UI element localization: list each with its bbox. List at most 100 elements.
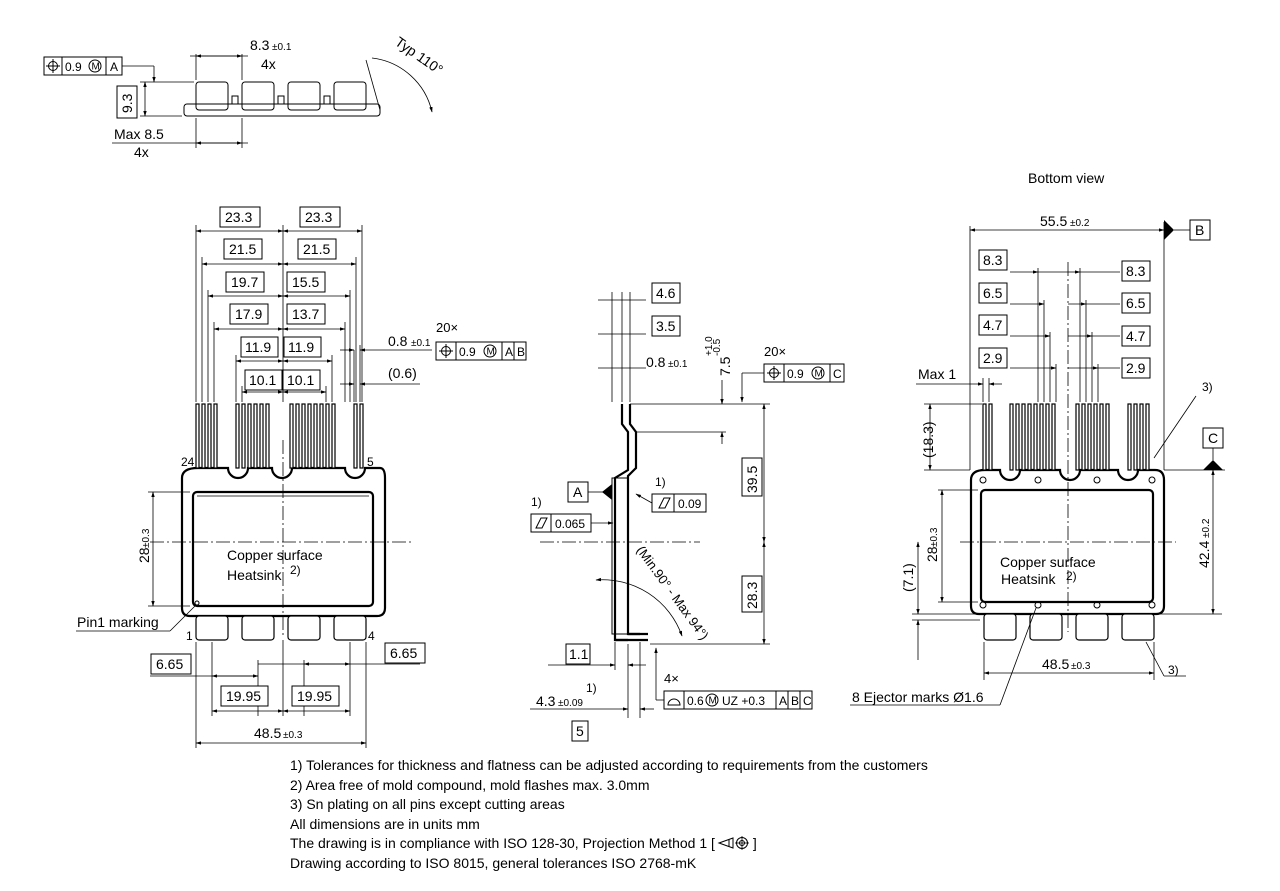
front-pin-4: 4: [368, 629, 375, 643]
bottom-note-ref-2: 2): [1066, 569, 1077, 583]
top-dim-width-count: 4x: [261, 56, 276, 72]
front-dim-2: 21.5: [229, 241, 256, 257]
top-fcf-value: 0.9: [65, 60, 82, 74]
front-dim-10: 10.1: [249, 372, 276, 388]
front-top-dims: 23.3 23.3 21.5 21.5 19.7 15.5 17.9 13.7 …: [195, 206, 363, 402]
bottom-dim-left-3: 2.9: [983, 350, 1003, 366]
bottom-dim-right-0: 8.3: [1126, 263, 1146, 279]
front-fcf-datum-a: A: [505, 345, 513, 359]
note-5: The drawing is in compliance with ISO 12…: [290, 835, 715, 852]
front-dim-1995-left: 19.95: [226, 688, 261, 704]
side-note-ref-1a: 1): [655, 475, 666, 489]
top-dim-max: Max 8.5: [114, 126, 164, 142]
bottom-note-ref-3b: 3): [1168, 663, 1179, 677]
side-dim-75: 7.5: [717, 356, 733, 376]
side-angle: (Min.90° - Max 94°): [634, 543, 712, 643]
front-dim-11: 10.1: [287, 372, 314, 388]
top-view: 0.9 M A 8.3 ±0.1 4x 9.3: [43, 33, 446, 160]
bottom-pins-top: [982, 403, 1150, 471]
front-pin-width-tol: ±0.1: [411, 338, 431, 349]
bottom-dim-left-0: 8.3: [983, 252, 1003, 268]
bottom-dim-left-1: 6.5: [983, 285, 1003, 301]
side-profile-datum-a: A: [779, 694, 787, 708]
side-fcf-value: 0.9: [787, 367, 804, 381]
side-profile-value: 0.6: [687, 694, 704, 708]
bottom-dim-width: 55.5: [1040, 213, 1067, 229]
side-profile-right: [626, 404, 640, 636]
bottom-dim-28-tol: ±0.3: [929, 527, 940, 547]
side-profile-left: [613, 404, 630, 642]
front-dim-1995-right: 19.95: [297, 688, 332, 704]
bottom-dim-left-2: 4.7: [983, 317, 1003, 333]
ejector-marks: [979, 476, 1156, 609]
bottom-view: Bottom view 55.5 ±0.2 B: [850, 170, 1225, 706]
side-dim-08: 0.8: [646, 354, 666, 370]
bottom-title: Bottom view: [1028, 170, 1105, 186]
front-dim-1: 23.3: [305, 209, 332, 225]
side-dim-46: 4.6: [656, 285, 676, 301]
bottom-datum-b: B: [1195, 222, 1204, 238]
front-dim-bottom-tol: ±0.3: [283, 730, 303, 741]
bottom-dim-71: (7.1): [900, 563, 916, 592]
side-profile-count: 4×: [664, 671, 679, 686]
front-label-heatsink: Heatsink: [227, 567, 282, 583]
side-dim-75-tol-lower: -0.5: [712, 338, 723, 356]
note-5-bracket: ]: [752, 835, 757, 852]
bottom-dim-183: (18.3): [920, 421, 936, 458]
bottom-dim-right-3: 2.9: [1126, 360, 1146, 376]
front-dim-bottom: 48.5: [254, 725, 281, 741]
front-pins-top: [195, 403, 364, 469]
front-dim-6: 17.9: [235, 306, 262, 322]
side-profile-datum-b: B: [791, 694, 799, 708]
side-dim-75-tol-upper: +1.0: [704, 336, 715, 356]
front-fcf-modifier: M: [487, 347, 495, 358]
front-note-ref-2: 2): [290, 563, 301, 577]
front-dim-665-right: 6.65: [390, 645, 417, 661]
side-dim-08-tol: ±0.1: [668, 359, 688, 370]
top-fcf-datum: A: [110, 60, 118, 74]
top-dim-width: 8.3: [250, 37, 270, 53]
side-datum-a: A: [573, 484, 583, 500]
side-note-ref-1b: 1): [531, 495, 542, 509]
side-dim-5: 5: [576, 723, 584, 739]
bottom-label-heatsink: Heatsink: [1001, 571, 1056, 587]
front-dim-3: 21.5: [303, 241, 330, 257]
side-dim-11: 1.1: [569, 646, 589, 662]
front-pin-gap: (0.6): [388, 365, 417, 381]
side-flat-009: 0.09: [678, 497, 702, 511]
side-dim-43: 4.3: [536, 693, 556, 709]
note-2: 2) Area free of mold compound, mold flas…: [290, 776, 650, 793]
note-6: Drawing according to ISO 8015, general t…: [290, 854, 697, 871]
top-angle: Typ 110°: [392, 33, 446, 77]
note-4: All dimensions are in units mm: [290, 815, 480, 832]
bottom-dim-bottom: 48.5: [1042, 656, 1069, 672]
front-height: 28: [136, 547, 152, 563]
bottom-note-ref-3a: 3): [1202, 380, 1213, 394]
projection-method-icon: [717, 836, 749, 851]
note-3: 3) Sn plating on all pins except cutting…: [290, 796, 565, 813]
bottom-dim-424: 42.4: [1196, 541, 1212, 568]
side-dim-283: 28.3: [744, 582, 760, 609]
front-dim-7: 13.7: [292, 306, 319, 322]
front-pin-width: 0.8: [388, 333, 408, 349]
front-label-copper: Copper surface: [227, 547, 323, 563]
front-dim-0: 23.3: [225, 209, 252, 225]
bottom-dim-width-tol: ±0.2: [1070, 218, 1090, 229]
side-profile-modifier: M: [709, 696, 717, 707]
top-fcf-modifier: M: [92, 62, 100, 73]
drawing-notes: 1) Tolerances for thickness and flatness…: [290, 756, 928, 874]
note-5-row: The drawing is in compliance with ISO 12…: [290, 834, 928, 854]
side-fcf-count: 20×: [764, 344, 786, 359]
front-fcf-value: 0.9: [459, 345, 476, 359]
side-flat-0065: 0.065: [555, 517, 585, 531]
bottom-copper-area: [979, 488, 1155, 604]
bottom-dim-bottom-tol: ±0.3: [1071, 661, 1091, 672]
front-dim-8: 11.9: [245, 339, 271, 355]
front-pin-1: 1: [186, 629, 193, 643]
front-pin-5: 5: [367, 455, 374, 469]
side-view: 4.6 3.5 0.8 ±0.1 7.5 +1.0 -0.5 20× 0.9 M…: [530, 282, 845, 742]
top-dim-max-count: 4x: [134, 144, 149, 160]
side-profile-uz: UZ +0.3: [722, 694, 765, 708]
bottom-package-body: [969, 468, 1166, 616]
